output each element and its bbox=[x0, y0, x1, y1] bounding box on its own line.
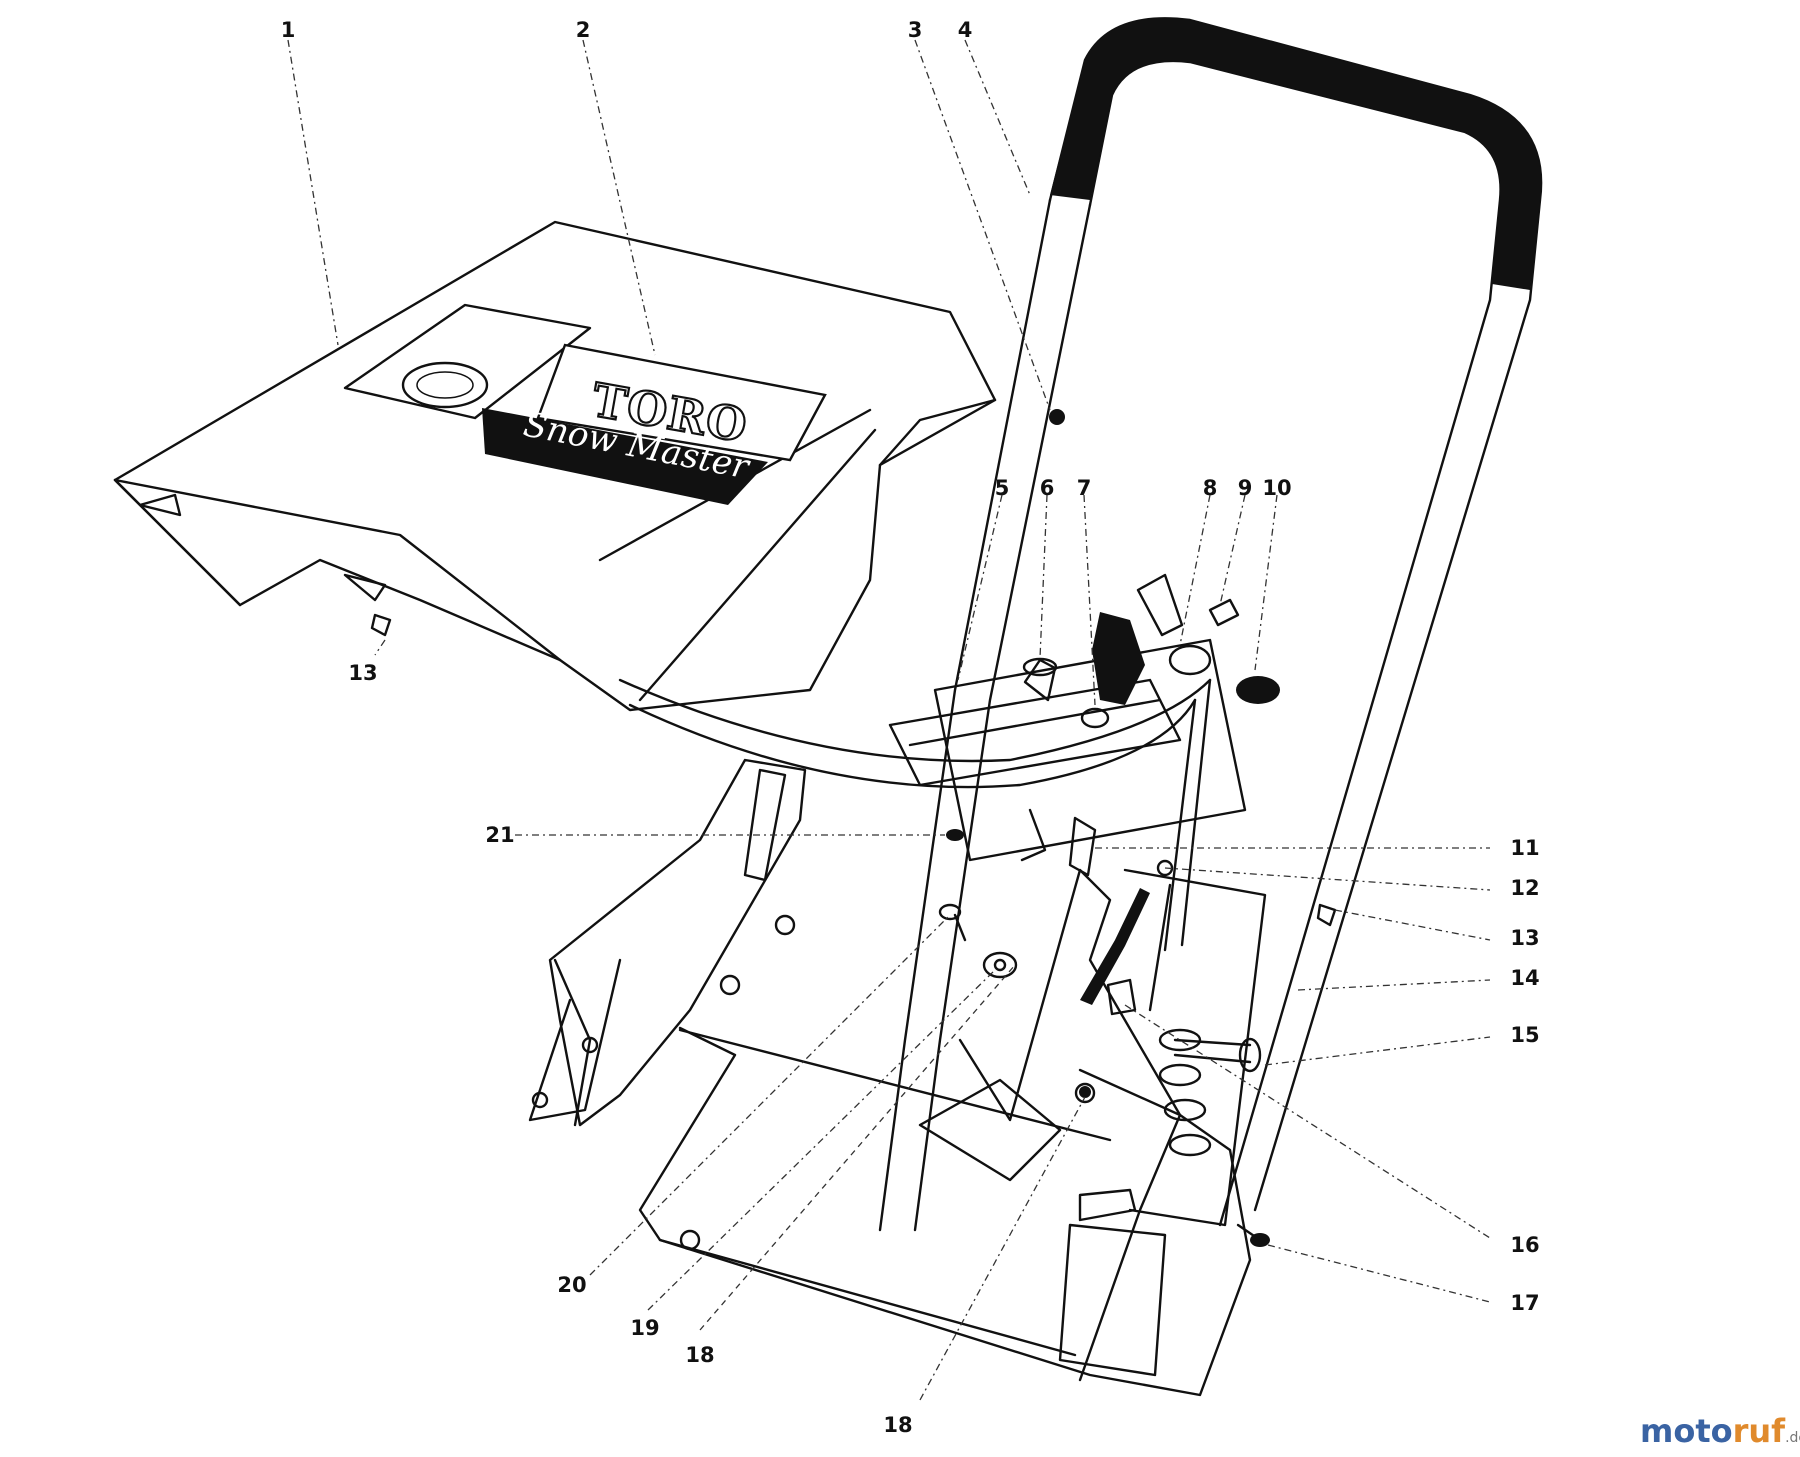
callout-4: 4 bbox=[958, 18, 973, 42]
callout-18-bottom: 18 bbox=[883, 1413, 912, 1437]
callout-20: 20 bbox=[557, 1273, 586, 1297]
callout-15: 15 bbox=[1510, 1023, 1539, 1047]
lower-housing bbox=[528, 758, 1267, 1397]
callout-7: 7 bbox=[1077, 476, 1092, 500]
callout-2: 2 bbox=[576, 18, 591, 42]
callout-numbers: 1 2 3 4 5 6 7 8 9 10 11 12 13 13 14 15 1… bbox=[281, 18, 1540, 1437]
callout-1: 1 bbox=[281, 18, 296, 42]
callout-10: 10 bbox=[1262, 476, 1291, 500]
callout-5: 5 bbox=[995, 476, 1010, 500]
callout-21: 21 bbox=[485, 823, 514, 847]
callout-14: 14 bbox=[1510, 966, 1539, 990]
callout-9: 9 bbox=[1238, 476, 1253, 500]
callout-3: 3 bbox=[908, 18, 923, 42]
small-parts bbox=[370, 409, 1337, 1247]
watermark-moto: moto bbox=[1640, 1412, 1733, 1450]
callout-13-right: 13 bbox=[1510, 926, 1539, 950]
handle-assembly bbox=[878, 17, 1543, 1232]
callout-16: 16 bbox=[1510, 1233, 1539, 1257]
leader-lines bbox=[287, 39, 1491, 1401]
control-panel bbox=[618, 638, 1247, 952]
callout-8: 8 bbox=[1203, 476, 1218, 500]
callout-13-left: 13 bbox=[348, 661, 377, 685]
watermark-tld: .de bbox=[1785, 1430, 1800, 1446]
callout-12: 12 bbox=[1510, 876, 1539, 900]
decal: TORO Snow Master bbox=[482, 343, 827, 505]
callout-6: 6 bbox=[1040, 476, 1055, 500]
callout-18-left: 18 bbox=[685, 1343, 714, 1367]
watermark-logo: motoruf.de bbox=[1640, 1412, 1800, 1450]
callout-19: 19 bbox=[630, 1316, 659, 1340]
callout-17: 17 bbox=[1510, 1291, 1539, 1315]
callout-11: 11 bbox=[1510, 836, 1539, 860]
watermark-ruf: ruf bbox=[1733, 1412, 1787, 1450]
svg-text:motoruf.de: motoruf.de bbox=[1640, 1412, 1800, 1450]
